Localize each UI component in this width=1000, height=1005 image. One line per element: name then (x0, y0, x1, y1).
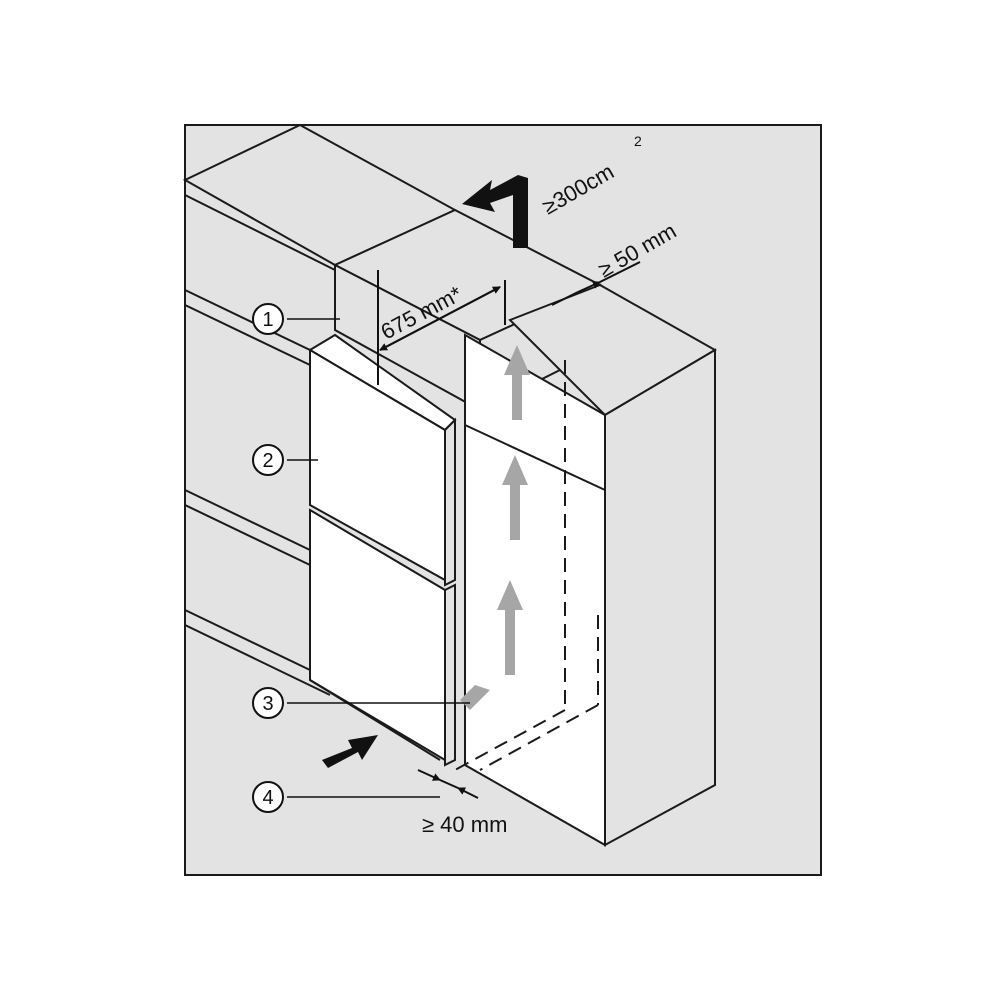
side-cabinet (464, 283, 717, 847)
callout-3: 3 (252, 687, 284, 719)
intake-arrow-icon (322, 735, 378, 768)
niche-outline (454, 360, 599, 771)
callout-4: 4 (252, 781, 284, 813)
callout-1-number: 1 (262, 309, 273, 331)
bottom-gap-label: ≥ 40 mm (422, 812, 507, 837)
callout-1: 1 (252, 303, 284, 335)
callout-2-number: 2 (262, 450, 273, 472)
exhaust-arrow-icon (462, 175, 528, 248)
callout-leaders (287, 318, 470, 798)
callout-2: 2 (252, 444, 284, 476)
callout-4-number: 4 (262, 787, 273, 809)
callout-3-number: 3 (262, 693, 273, 715)
cabinet-wall (182, 123, 458, 696)
width-dimension (377, 270, 506, 385)
top-gap-dimension (551, 261, 641, 306)
vent-area-superscript: 2 (634, 133, 642, 149)
bottom-gap-dimension (417, 769, 479, 799)
appliance-front (308, 333, 457, 767)
